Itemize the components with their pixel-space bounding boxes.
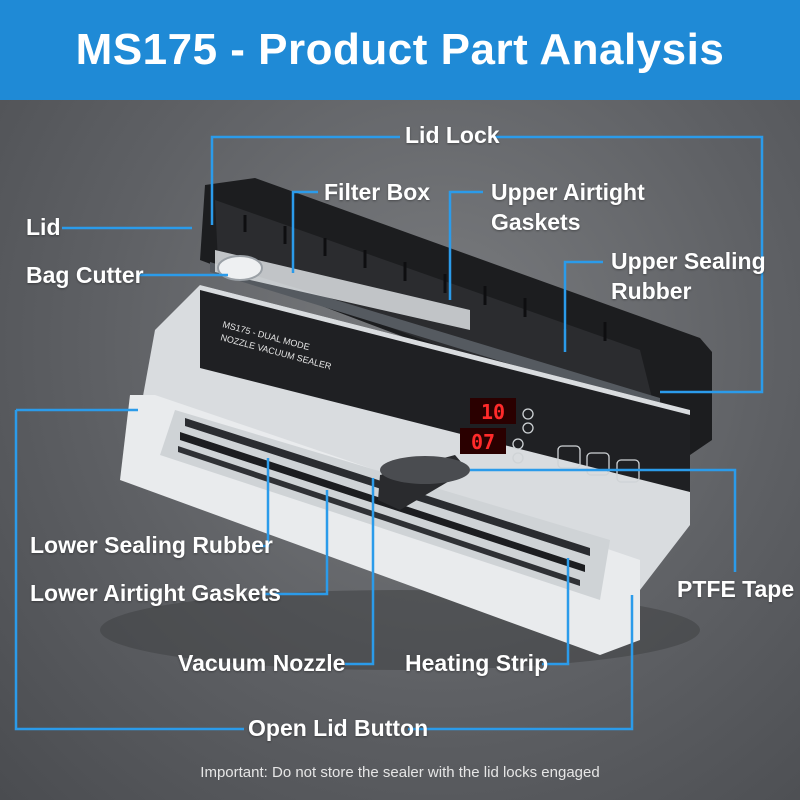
page-title: MS175 - Product Part Analysis xyxy=(75,25,725,74)
display-top-frame xyxy=(470,398,516,424)
title-banner: MS175 - Product Part Analysis xyxy=(0,0,800,100)
label-upper-sealing-rubber-line1: Upper Sealing xyxy=(611,248,766,274)
upper-sealing-rubber xyxy=(210,262,660,410)
filter-chamber xyxy=(215,250,470,330)
label-lid-lock: Lid Lock xyxy=(405,122,500,148)
label-lid: Lid xyxy=(26,214,61,240)
label-bag-cutter: Bag Cutter xyxy=(26,262,144,288)
display-bottom: 07 xyxy=(471,430,495,454)
ptfe-tape-area xyxy=(380,456,470,484)
label-heating-strip: Heating Strip xyxy=(405,650,549,676)
label-upper-airtight-gaskets-line1: Upper Airtight xyxy=(491,179,645,205)
display-top: 10 xyxy=(481,400,505,424)
label-lower-airtight-gaskets: Lower Airtight Gaskets xyxy=(30,580,281,606)
label-lower-sealing-rubber: Lower Sealing Rubber xyxy=(30,532,273,558)
label-filter-box: Filter Box xyxy=(324,179,431,205)
label-vacuum-nozzle: Vacuum Nozzle xyxy=(178,650,346,676)
bag-cutter-knob xyxy=(217,255,263,281)
display-bottom-frame xyxy=(460,428,506,454)
label-ptfe-tape: PTFE Tape xyxy=(677,576,795,602)
important-note: Important: Do not store the sealer with … xyxy=(200,764,600,781)
body-top-panel xyxy=(200,290,690,492)
label-upper-airtight-gaskets-line2: Gaskets xyxy=(491,209,581,235)
leader-lines xyxy=(14,135,764,731)
label-upper-sealing-rubber-line2: Rubber xyxy=(611,278,692,304)
label-open-lid-button: Open Lid Button xyxy=(248,715,429,741)
